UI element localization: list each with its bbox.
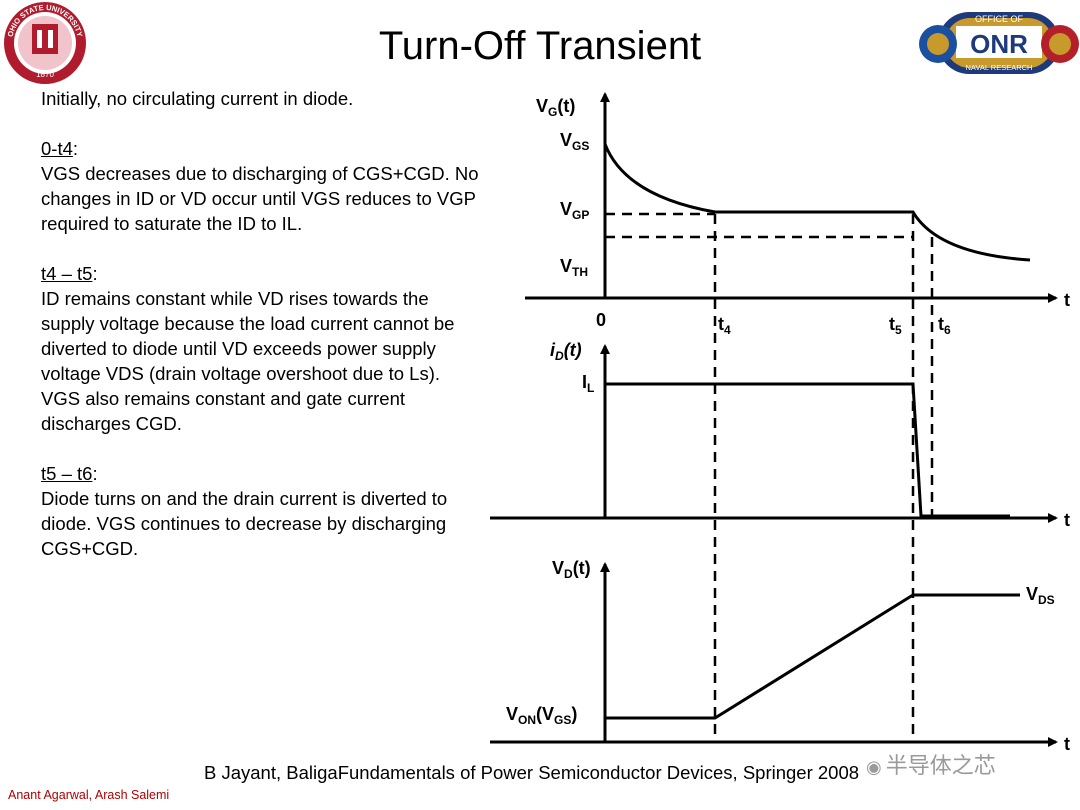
t5-label: t5 <box>889 314 902 337</box>
ohio-state-seal-icon: OHIO STATE UNIVERSITY 1870 <box>4 2 86 84</box>
gate-voltage-curve <box>603 143 1031 262</box>
von-level-label: VON(VGS) <box>506 704 577 727</box>
wechat-icon: ◉ <box>866 757 882 778</box>
citation-text: B Jayant, BaligaFundamentals of Power Se… <box>204 762 860 783</box>
turn-off-waveform-diagram: VG(t) VGS VGP VTH t 0 t4 t5 t6 iD(t) IL <box>490 92 1070 754</box>
seal-year: 1870 <box>36 70 54 79</box>
section-heading-t5-t6: t5 – t6 <box>41 463 93 484</box>
section-heading-0-t4: 0-t4 <box>41 138 73 159</box>
section-heading-t4-t5: t4 – t5 <box>41 263 93 284</box>
watermark-text: 半导体之芯 <box>885 754 996 779</box>
t4-label: t4 <box>718 314 731 337</box>
vgp-level-label: VGP <box>560 199 589 222</box>
description-text: Initially, no circulating current in dio… <box>41 86 481 561</box>
authors-text: Anant Agarwal, Arash Salemi <box>8 788 170 802</box>
gate-voltage-panel: VG(t) VGS VGP VTH t 0 t4 t5 t6 <box>525 92 1070 337</box>
drain-voltage-curve <box>605 593 1020 720</box>
il-level-label: IL <box>582 372 594 395</box>
time-origin-label: 0 <box>596 310 606 330</box>
gate-voltage-axis-label: VG(t) <box>536 96 575 119</box>
page-title: Turn-Off Transient <box>378 24 702 68</box>
onr-top-text: OFFICE OF <box>975 14 1023 24</box>
onr-center-text: ONR <box>970 29 1028 59</box>
vth-level-label: VTH <box>560 256 588 279</box>
t6-label: t6 <box>938 314 951 337</box>
drain-current-curve <box>605 382 1010 518</box>
drain-current-axis-label: iD(t) <box>550 340 582 363</box>
vgs-level-label: VGS <box>560 130 589 153</box>
onr-bottom-text: NAVAL RESEARCH <box>966 63 1033 72</box>
voltage-time-axis-label: t <box>1064 734 1070 754</box>
section-body-t5-t6: Diode turns on and the drain current is … <box>41 488 448 559</box>
onr-logo-icon: OFFICE OF ONR NAVAL RESEARCH <box>919 12 1079 74</box>
intro-text: Initially, no circulating current in dio… <box>41 88 354 109</box>
drain-current-panel: iD(t) IL t <box>490 340 1070 530</box>
gate-time-axis-label: t <box>1064 290 1070 310</box>
section-body-0-t4: VGS decreases due to discharging of CGS+… <box>41 163 479 234</box>
drain-voltage-axis-label: VD(t) <box>552 558 591 581</box>
watermark: ◉半导体之芯 <box>866 748 996 780</box>
drain-voltage-panel: VD(t) VON(VGS) VDS t <box>490 558 1070 754</box>
current-time-axis-label: t <box>1064 510 1070 530</box>
section-body-t4-t5: ID remains constant while VD rises towar… <box>41 288 455 434</box>
vds-level-label: VDS <box>1026 584 1055 607</box>
